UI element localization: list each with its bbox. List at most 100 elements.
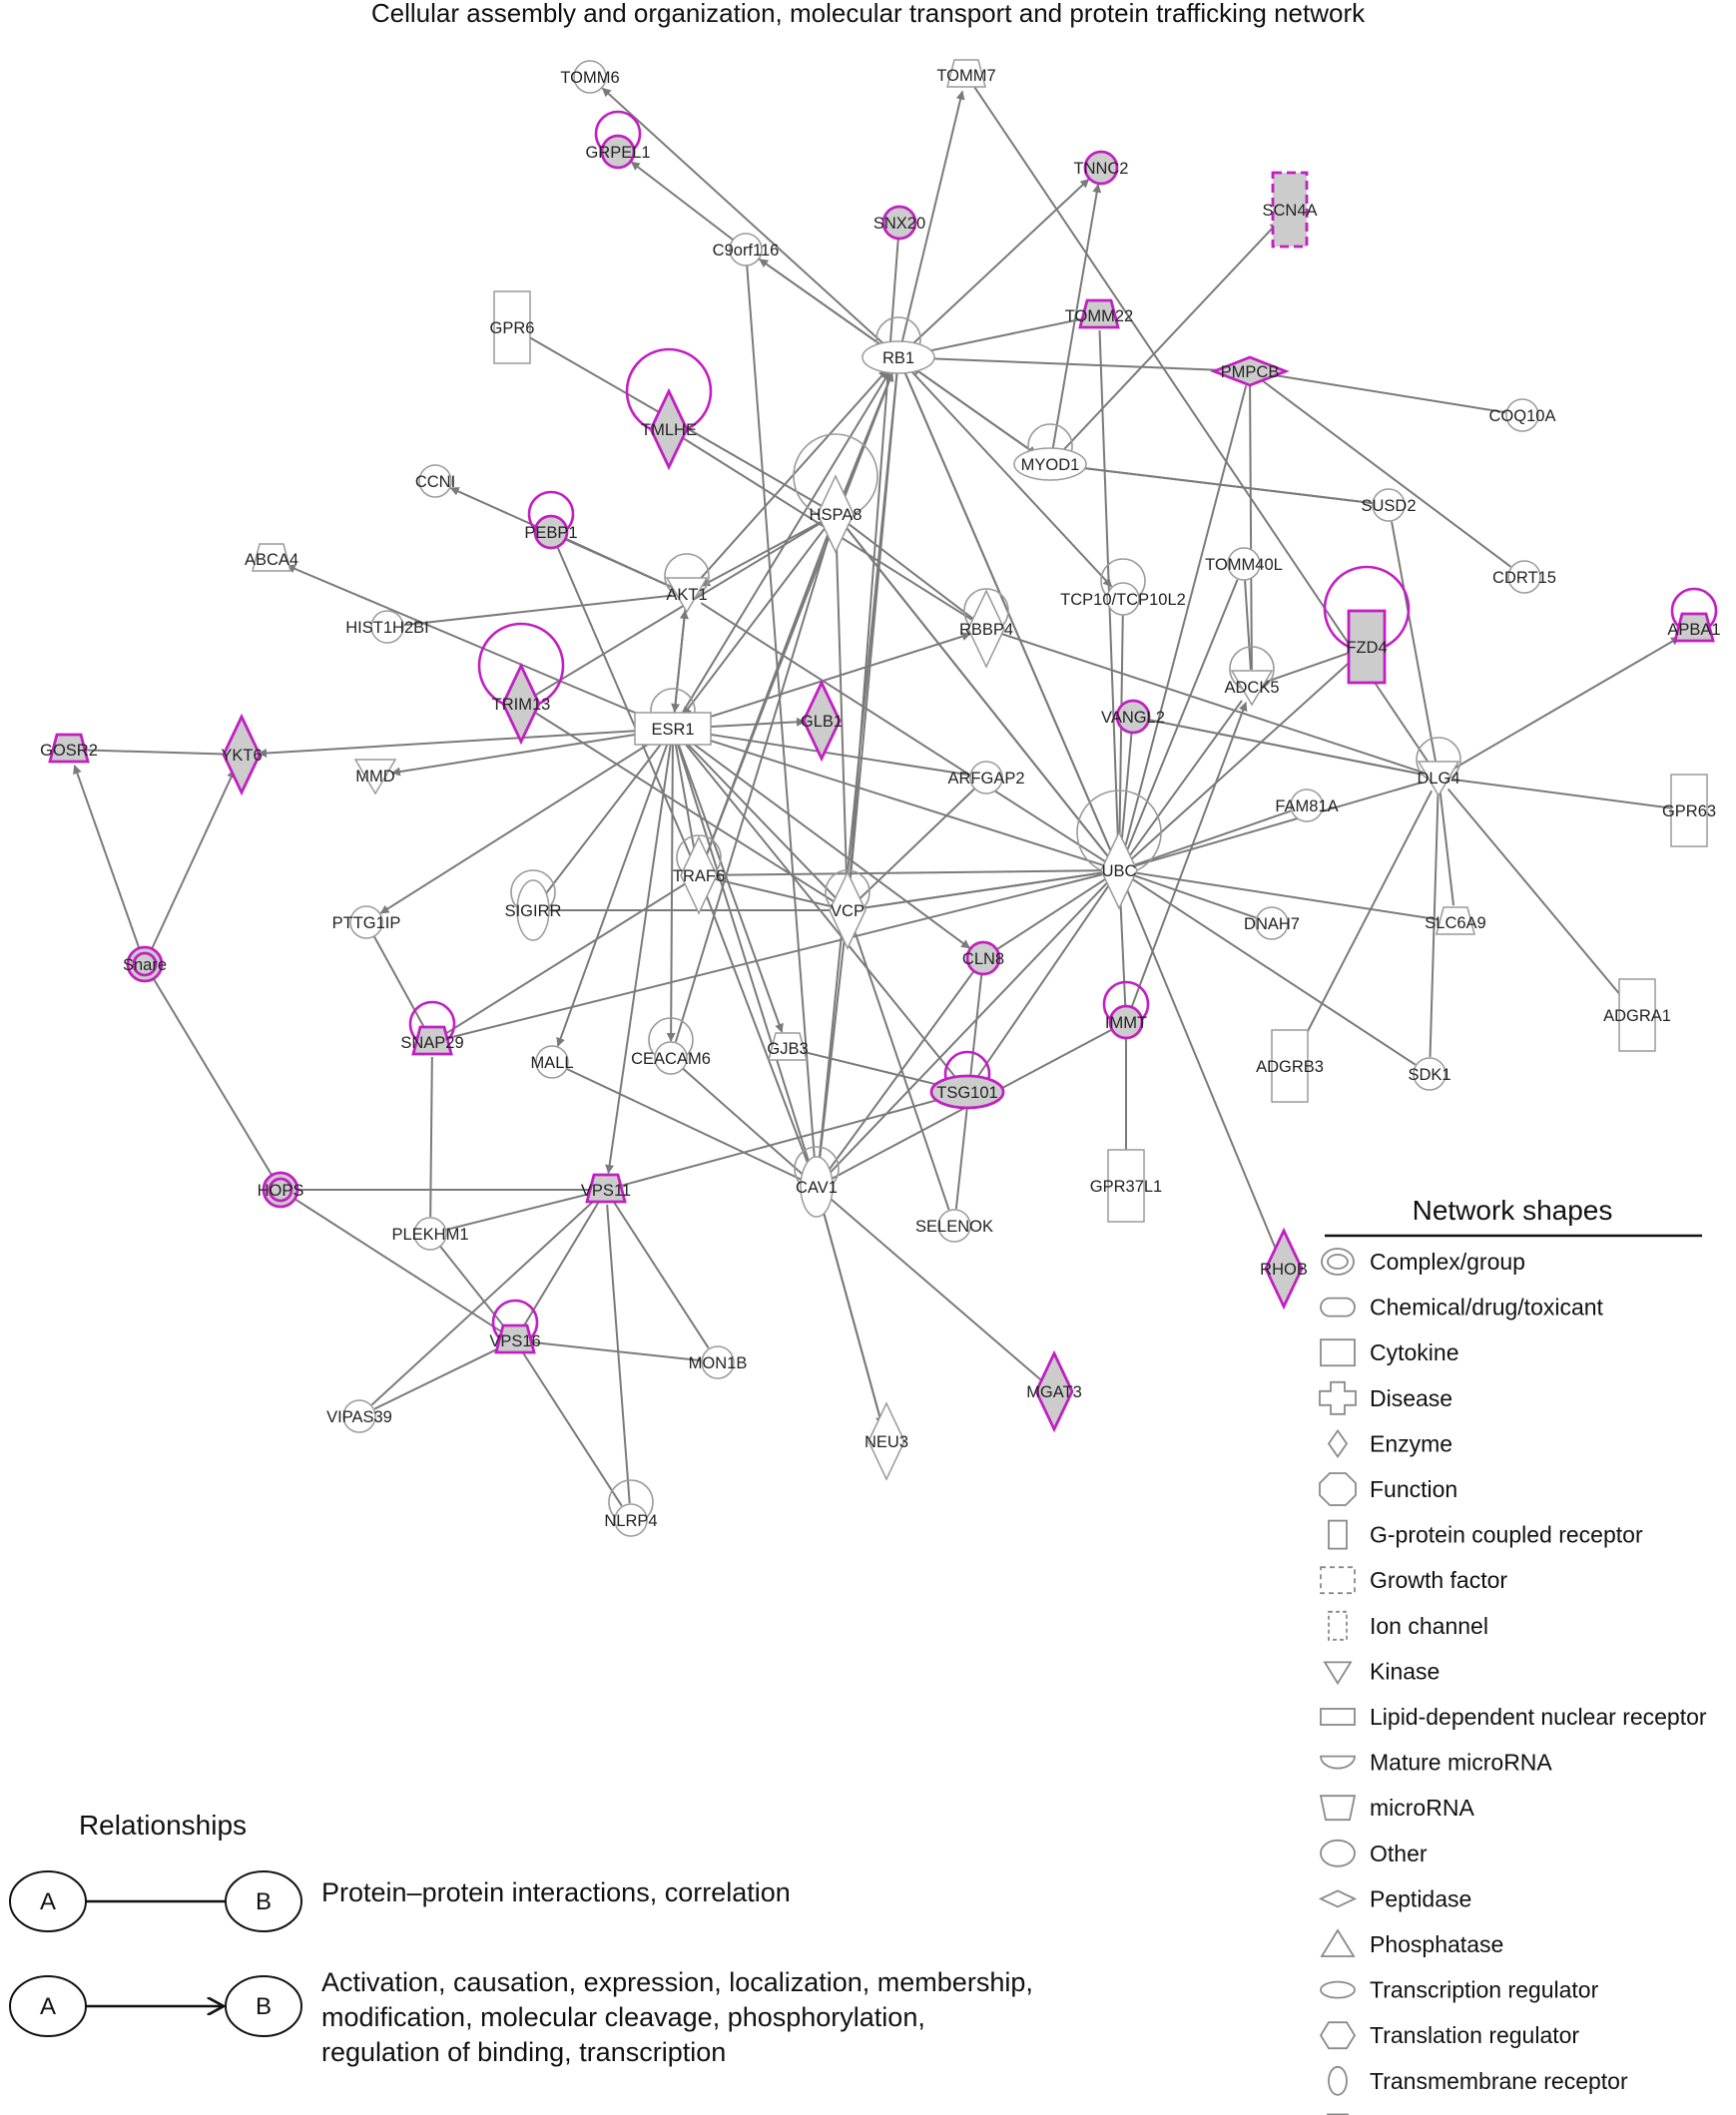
directed-description-line-2: modification, molecular cleavage, phosph… (321, 2002, 925, 2032)
edge-ESR1-RBBP4 (686, 632, 971, 726)
legend-title: Network shapes (1413, 1195, 1613, 1226)
edge-DLG4-SUSD2 (1391, 521, 1438, 764)
edge-PMPCB-COQ10A (1264, 372, 1506, 414)
node-cdrt15: CDRT15 (1492, 560, 1556, 594)
legend-item-mature: Mature microRNA (1320, 1750, 1552, 1776)
node-immt: IMMT (1102, 980, 1150, 1040)
node-cav1: CAV1 (794, 1146, 840, 1218)
edge-ESR1-UBC (686, 732, 1104, 866)
legend-item-label: Transporter (1370, 2113, 1487, 2115)
legend-item-label: Disease (1370, 1385, 1452, 1411)
node-label: GPR37L1 (1090, 1178, 1162, 1196)
legend-item-label: Function (1370, 1476, 1457, 1502)
node-label: SUSD2 (1361, 497, 1416, 515)
node-akt1: AKT1 (664, 553, 710, 614)
gpcr-icon (1328, 1519, 1348, 1550)
node-b-shape (225, 1870, 302, 1932)
node-label: CDRT15 (1492, 569, 1556, 587)
edge-RBBP4-DLG4 (999, 632, 1424, 774)
directed-description-line-1: Activation, causation, expression, local… (321, 1967, 1033, 1997)
node-tomm6: TOMM6 (560, 60, 620, 94)
node-coq10a: COQ10A (1489, 398, 1555, 432)
node-tsg101: TSG101 (929, 1050, 1005, 1110)
node-label: GPR6 (490, 319, 535, 337)
edge-CAV1-CLN8 (825, 971, 974, 1176)
node-a-label: A (40, 1993, 56, 2020)
node-adgrb3: ADGRB3 (1256, 1029, 1324, 1103)
node-label: CEACAM6 (631, 1050, 711, 1068)
legend-item-label: Complex/group (1370, 1249, 1525, 1275)
edge-VANGL2-DLG4 (1147, 718, 1423, 776)
relationships-legend: Relationships A B Protein–protein intera… (9, 1810, 1033, 2067)
node-label: RBBP4 (959, 621, 1013, 639)
node-hspa8: HSPA8 (793, 433, 878, 554)
edge-UBC-RB1 (903, 372, 1114, 857)
legend-item-cytokine: Cytokine (1320, 1338, 1458, 1367)
node-label: MALL (530, 1054, 573, 1072)
legend-item-label: Ion channel (1370, 1613, 1488, 1639)
node-label: ABCA4 (245, 551, 298, 569)
node-b-label: B (256, 1888, 272, 1915)
node-vangl2: VANGL2 (1101, 699, 1165, 735)
node-label: SLC6A9 (1425, 914, 1485, 932)
edge-DLG4-ADGRB3 (1296, 790, 1434, 1052)
kinase-icon (1323, 1661, 1353, 1686)
node-label: TOMM40L (1205, 556, 1283, 574)
node-label: SELENOK (915, 1218, 993, 1236)
edge-VPS11-MON1B (613, 1202, 710, 1349)
node-mgat3: MGAT3 (1026, 1349, 1082, 1433)
node-ceacam6: CEACAM6 (631, 1017, 711, 1075)
node-adgra1: ADGRA1 (1603, 978, 1671, 1052)
node-tomm40l: TOMM40L (1205, 547, 1283, 581)
edge-UBC-AKT1 (700, 602, 1107, 863)
legend-item-label: microRNA (1370, 1795, 1474, 1821)
node-label: GLB1 (801, 713, 843, 731)
edge-DLG4-ADGRA1 (1447, 788, 1627, 1003)
node-pebp1: PEBP1 (524, 490, 578, 550)
edge-TRAF6-VCP (713, 877, 832, 908)
node-susd2: SUSD2 (1361, 488, 1417, 522)
edge-RB1-TCP10 (907, 367, 1113, 588)
legend-item-growth: Growth factor (1320, 1566, 1507, 1595)
edge-VPS11-TSG101 (620, 1095, 951, 1188)
node-label: HOPS (258, 1182, 304, 1200)
edge-Snare-YKT6 (150, 769, 236, 951)
node-label: PMPCB (1221, 363, 1280, 381)
legend-item-tmreceptor: Transmembrane receptor (1328, 2065, 1628, 2096)
function-icon (1319, 1472, 1357, 1506)
node-neu3: NEU3 (865, 1401, 908, 1481)
edge-PTTG1IP-SNAP29 (372, 934, 425, 1028)
edge-ESR1-MMD (390, 730, 659, 777)
node-rhob: RHOB (1260, 1227, 1308, 1311)
node-rb1: RB1 (862, 316, 935, 374)
directed-description-line-3: regulation of binding, transcription (321, 2037, 726, 2067)
node-sdk1: SDK1 (1408, 1057, 1451, 1091)
cytokine-icon (1320, 1338, 1356, 1367)
node-label: TOMM22 (1065, 307, 1133, 325)
undirected-relationship: A B Protein–protein interactions, correl… (9, 1870, 791, 1932)
legend-item-translreg: Translation regulator (1319, 2021, 1579, 2050)
node-label: PTTG1IP (332, 914, 401, 932)
node-b-label: B (256, 1993, 272, 2020)
node-gosr2: GOSR2 (40, 733, 98, 764)
legend-item-other: Other (1320, 1839, 1428, 1867)
edge-RB1-PMPCB (912, 356, 1234, 375)
other-icon (1320, 1839, 1356, 1867)
edge-UBC-SNAP29 (448, 872, 1105, 1039)
legend-item-disease: Disease (1319, 1380, 1452, 1415)
node-arfgap2: ARFGAP2 (947, 761, 1025, 794)
edge-UBC-HSPA8 (845, 526, 1111, 859)
edge-TRIM13-VCP (533, 711, 835, 902)
node-label: VANGL2 (1101, 709, 1165, 727)
node-rbbp4: RBBP4 (959, 588, 1013, 669)
enzyme-icon (1327, 1428, 1349, 1458)
node-label: SDK1 (1408, 1066, 1450, 1084)
edge-RB1-C9orf116 (759, 258, 887, 350)
edge-ESR1-GJB3 (677, 742, 784, 1033)
node-label: TNNC2 (1073, 160, 1128, 178)
node-snare: Snare (123, 945, 167, 983)
legend-item-label: Phosphatase (1370, 1931, 1503, 1957)
node-adck5: ADCK5 (1224, 646, 1280, 707)
edge-PMPCB-ADCK5 (1249, 385, 1253, 671)
